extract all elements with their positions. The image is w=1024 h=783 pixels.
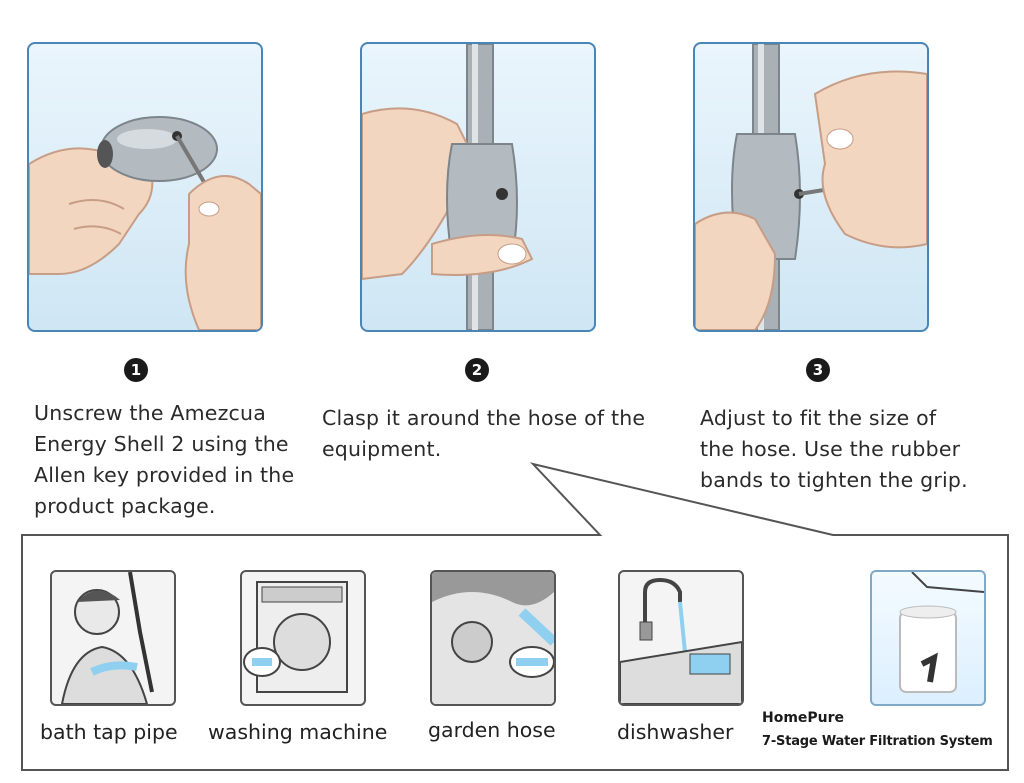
step-3-line: Adjust to fit the size of: [700, 406, 937, 430]
brand-subtitle: 7-Stage Water Filtration System: [762, 734, 993, 749]
bath-tap-pipe-label: bath tap pipe: [40, 720, 178, 744]
garden-hose-image: [430, 570, 556, 706]
step-1-text: Unscrew the Amezcua Energy Shell 2 using…: [34, 398, 294, 522]
water-filter-image: [870, 570, 986, 706]
step-2-line: equipment.: [322, 437, 442, 461]
washing-machine-image: [240, 570, 366, 706]
garden-hose-icon: [432, 572, 554, 704]
step-3-line: the hose. Use the rubber: [700, 437, 961, 461]
step-1-line: Unscrew the Amezcua: [34, 401, 266, 425]
step-2-text: Clasp it around the hose of the equipmen…: [322, 403, 645, 465]
bath-tap-pipe-image: [50, 570, 176, 706]
step-2-number: 2: [465, 358, 489, 382]
dishwasher-image: [618, 570, 744, 706]
step-1-illustration: [27, 42, 263, 332]
step-1-line: Energy Shell 2 using the: [34, 432, 289, 456]
step-1-line: Allen key provided in the: [34, 463, 295, 487]
step-3-text: Adjust to fit the size of the hose. Use …: [700, 403, 968, 496]
water-filter-icon: [899, 572, 984, 693]
step-3-number: 3: [806, 358, 830, 382]
step-3-illustration: [693, 42, 929, 332]
washing-machine-icon: [243, 581, 348, 693]
kitchen-sink-icon: [620, 577, 742, 704]
brand-name: HomePure: [762, 710, 845, 726]
step-2-illustration: [360, 42, 596, 332]
step-1-number: 1: [124, 358, 148, 382]
dishwasher-label: dishwasher: [617, 720, 734, 744]
step-3-line: bands to tighten the grip.: [700, 468, 968, 492]
step-2-line: Clasp it around the hose of the: [322, 406, 646, 430]
garden-hose-label: garden hose: [428, 718, 556, 742]
washing-machine-label: washing machine: [208, 720, 388, 744]
step-1-line: product package.: [34, 494, 216, 518]
shower-person-icon: [60, 572, 154, 704]
